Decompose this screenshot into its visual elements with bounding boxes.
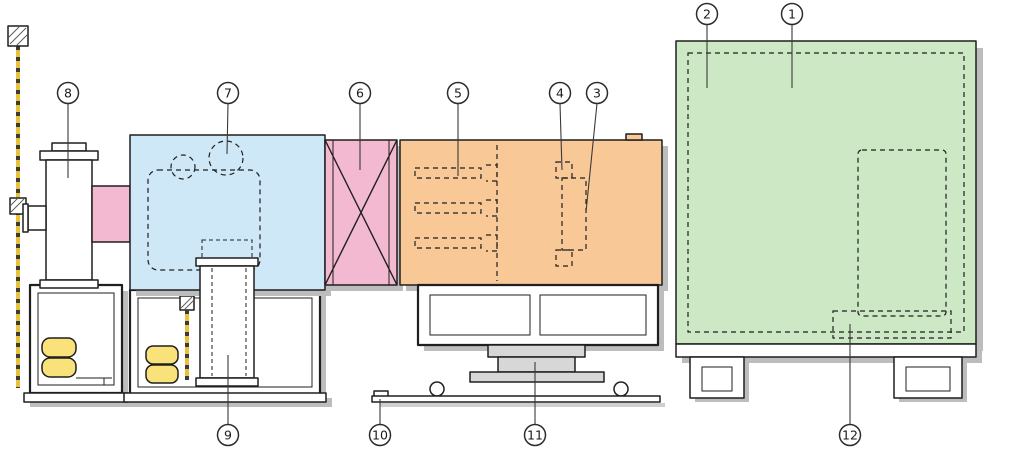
callout-8: 8 [56,81,80,178]
vessel-8-cap [51,142,87,152]
callout-10-circle [368,423,392,447]
slot-row-3 [414,234,498,252]
rail-10 [371,390,665,407]
callout-8-circle [56,81,80,105]
orange-box-top-tab [625,133,643,141]
callout-11-circle [523,423,547,447]
green-box-bottom-hatch-12 [832,310,952,339]
callout-3: 3 [585,81,609,213]
callout-10: 10 [368,399,392,447]
connector-pink-left [91,185,131,243]
callout-10-label: 10 [372,428,388,443]
hatch-block-mid [9,197,27,215]
trolley-top-plate [487,344,586,358]
pump-middle [145,345,179,384]
slot-row-2 [414,199,498,217]
callout-6: 6 [348,81,372,170]
callout-6-label: 6 [356,86,364,101]
callout-9-circle [216,423,240,447]
stand-orange [416,283,664,351]
callout-7-label: 7 [224,86,232,101]
stand-orange-window-left [429,294,531,336]
callout-11-label: 11 [527,428,543,443]
callout-1-circle [780,2,804,26]
callout-2-label: 2 [703,7,711,22]
callout-12: 12 [838,324,862,447]
callout-4: 4 [548,81,572,171]
callout-5-label: 5 [454,86,462,101]
callout-5-circle [446,81,470,105]
trolley-base-plate [469,371,605,383]
rail-track [371,395,661,403]
green-box-inner-door-dashed [857,149,947,317]
component-9-top-flange [195,257,259,267]
blue-box-dashed-port-large [208,140,244,176]
stand-left [23,283,134,407]
callout-4-circle [548,81,572,105]
callout-9: 9 [216,355,240,447]
vessel-8-nozzle-flange [22,203,29,233]
callout-4-leader [559,103,563,171]
callout-9-label: 9 [224,428,232,443]
component-9-bottom-flange [195,377,259,387]
green-box-body [675,40,977,345]
hoist-chain-middle [179,295,195,380]
vessel-8-nozzle [27,205,47,231]
clamp-body-3 [561,177,587,251]
callout-7-circle [216,81,240,105]
hoist-chain-left [7,25,29,388]
callout-1: 1 [780,2,804,88]
clamp-profile-3-4 [555,161,587,267]
vessel-8-body [45,159,93,281]
callout-3-circle [585,81,609,105]
callout-11: 11 [523,362,547,447]
callout-7-leader [226,103,229,155]
component-9-body [199,265,255,379]
unit-green-box [675,40,983,402]
callout-3-leader [585,103,598,213]
pump-left [41,337,77,378]
trolley-wheel-left [429,381,445,397]
stand-middle-baseplate [123,392,327,403]
vessel-8-bottom-flange [39,279,99,289]
unit-orange-box [399,133,668,291]
vessel-8 [22,142,99,289]
callout-2: 2 [695,2,719,88]
hatch-block-top [7,25,29,47]
green-box-inner-wall-dashed [687,52,965,333]
slot-row-1 [414,164,498,182]
green-box-legs [689,356,967,402]
clamp-bottom [555,249,573,267]
trolley-wheel-right [613,381,629,397]
blue-box-inner-dashed [147,169,261,271]
trolley-11 [429,344,629,397]
callout-4-label: 4 [556,86,564,101]
trolley-column [497,356,576,373]
callout-8-label: 8 [64,86,72,101]
component-9-cylinder [195,239,259,387]
callout-3-label: 3 [593,86,601,101]
stand-orange-window-right [539,294,647,336]
green-box-base-rim [675,343,977,358]
orange-box-body [399,139,663,286]
hatch-block-middle-stand [179,295,195,311]
callout-7: 7 [216,81,240,155]
valve-6-cross-b [324,139,398,286]
callouts: 1 2 3 4 5 6 7 [56,2,862,447]
blue-box-dashed-port-small [170,154,196,180]
callout-12-circle [838,423,862,447]
valve-6-pink [324,139,403,291]
vessel-8-top-flange [39,150,99,161]
callout-12-label: 12 [842,428,858,443]
stand-left-baseplate [23,392,129,403]
callout-1-label: 1 [788,7,796,22]
callout-5: 5 [446,81,470,176]
callout-2-circle [695,2,719,26]
callout-6-circle [348,81,372,105]
